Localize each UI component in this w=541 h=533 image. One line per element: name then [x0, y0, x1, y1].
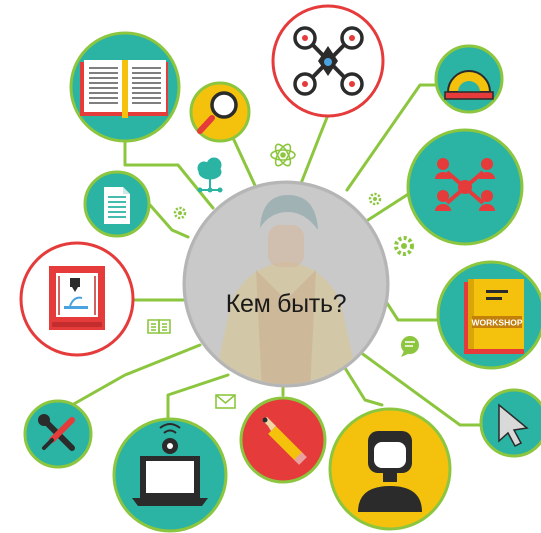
node-document: [83, 170, 151, 238]
node-pencil: [239, 396, 327, 484]
connector-webcam: [166, 373, 230, 422]
connector-drone: [298, 108, 332, 188]
connector-person: [343, 366, 384, 407]
node-tools: [23, 399, 93, 469]
person-avatar-icon: [358, 431, 422, 512]
gear-icon-large: [394, 236, 414, 256]
node-cursor: [479, 388, 541, 458]
envelope-icon: [215, 394, 236, 409]
atom-icon: [270, 143, 296, 167]
connector-magnifier: [232, 138, 260, 194]
protractor-ruler-icon: [444, 70, 494, 100]
connector-cursor: [358, 350, 487, 427]
node-ruler: [434, 44, 504, 114]
node-network: [406, 128, 524, 246]
node-workshop: WORKSHOP: [436, 260, 541, 370]
drone-icon: [293, 26, 364, 96]
connector-lines: [70, 83, 487, 427]
node-drone: [271, 4, 385, 118]
node-webcam: [112, 417, 228, 533]
cloud-network-icon: [197, 157, 223, 193]
webcam-laptop-icon: [132, 423, 208, 506]
connector-document: [148, 203, 190, 239]
open-book-small-icon: [147, 319, 171, 334]
hub-person-silhouette: [186, 184, 386, 384]
pencil-icon: [262, 417, 307, 465]
node-book: [69, 31, 181, 143]
workshop-label: WORKSHOP: [472, 318, 523, 328]
gear-icon-small-right: [368, 192, 382, 206]
hub-circle: [182, 180, 390, 388]
people-network-icon: [435, 158, 495, 211]
workshop-book-icon: WORKSHOP: [464, 279, 524, 354]
open-book-icon: [80, 60, 168, 118]
gear-icon-small-left: [173, 206, 187, 220]
connector-tools: [70, 343, 202, 407]
node-printer3d: [19, 241, 135, 357]
connector-workshop: [383, 298, 444, 322]
node-magnifier: [189, 81, 251, 143]
wrench-screwdriver-icon: [38, 414, 75, 451]
hub-label: Кем быть?: [225, 290, 347, 318]
cursor-icon: [498, 403, 529, 447]
connector-book: [123, 131, 215, 210]
connector-ruler: [345, 83, 442, 192]
node-person: [328, 407, 452, 531]
document-icon: [104, 187, 130, 224]
magnifier-icon: [197, 91, 238, 134]
3d-printer-icon: [49, 266, 105, 330]
connector-network: [366, 191, 412, 222]
chat-bubble-icon: [401, 336, 419, 357]
